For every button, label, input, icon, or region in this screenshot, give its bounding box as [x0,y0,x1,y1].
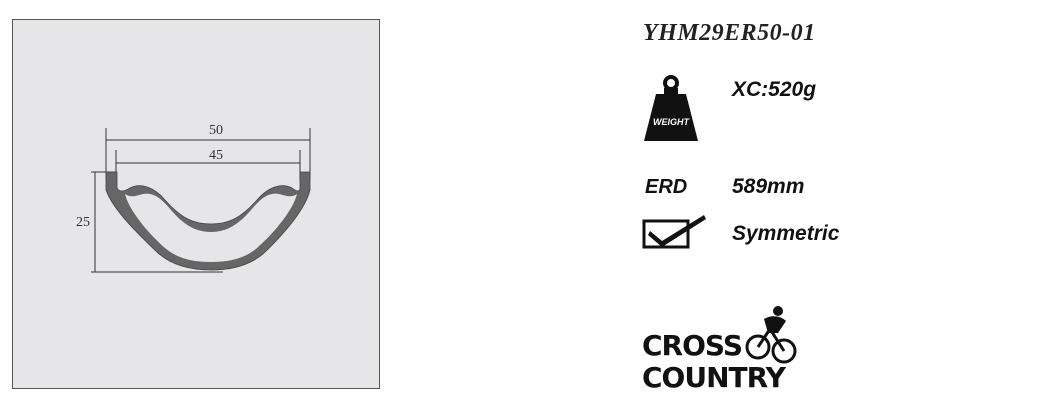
height-label: 25 [76,215,90,230]
erd-label: ERD [645,176,688,198]
outer-width-label: 50 [209,123,223,138]
model-name: YHM29ER50-01 [643,20,816,46]
rim-profile-diagram: 50 45 25 [12,19,380,389]
logo-line-2: COUNTRY [642,361,787,393]
weight-icon: WEIGHT [644,75,698,141]
erd-value: 589mm [732,175,805,198]
weight-icon-label: WEIGHT [653,117,690,127]
checkmark-icon [642,215,706,249]
cross-country-logo: CROSS COUNTRY [642,306,797,393]
logo-line-1: CROSS [642,329,742,362]
weight-value: XC:520g [732,78,817,101]
cyclist-icon [745,306,797,364]
inner-width-label: 45 [209,148,223,163]
profile-type: Symmetric [732,222,840,245]
